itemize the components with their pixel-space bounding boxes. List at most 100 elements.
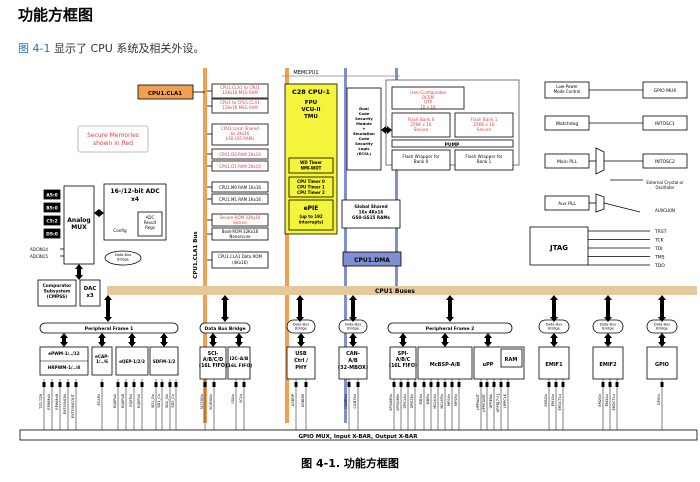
wrapper1-text-line-2: Bank 1 [477,159,492,164]
pin-arrow-38 [547,382,551,387]
mux-adc-arrow-head-right [99,209,104,217]
adc-input-label-1: A5:0 [46,193,58,199]
boot-rom-text-line-2: Nonsecure [229,234,251,239]
dcsm-text-line-3: Security [355,116,373,121]
pin-arrow-21 [347,382,351,387]
dcsm-block [346,87,382,171]
pin-label-26: SPISTEx [410,393,414,408]
bus-bridge-arrow-8-shaft [660,299,664,318]
analog-mux-text-line-1: Analog [67,217,90,224]
cla-msg-ram-1-text-line-2: 128x16 MSG RAM [222,90,258,95]
can-text-line-1: CAN- [346,351,360,357]
bus-bridge-arrow-6 [550,295,558,322]
pin-arrow-18 [242,382,246,387]
bus-bridge-arrow-5-head-down [446,317,454,322]
pin-arrow-14 [174,382,178,387]
pin-label-39: EM1Ax [551,393,555,406]
pin-label-29: MCLKXx [433,393,437,408]
mux-cmpss-arrow-head-down [75,275,83,280]
pin-arrow-44 [660,382,664,387]
pin-label-14: SD2_Cx [171,393,175,408]
pin-label-40: EM1CTLx [558,393,562,410]
pf1-arrow-4-head-down [160,342,168,347]
bus-bridge-arrow-2 [221,295,229,322]
cla-msg-ram-2-text-line-2: 128x16 MSG RAM [222,105,258,110]
pin-label-38: EM1Dx [544,393,548,406]
mcbsp-label: McBSP-A/B [430,362,461,368]
pin-label-5: EXTSYNCOUT [71,393,75,418]
pf2-arrow-1-head-down [399,342,407,347]
pf1-arrow-3-head-up [128,333,136,338]
pin-arrow-4 [66,382,70,387]
pf1-arrow-1-head-up [60,333,68,338]
xbar-label: GPIO MUX, Input X-BAR, Output X-BAR [299,434,419,440]
bus-bridge-arrow-3-head-up [296,295,304,300]
gs-ram-text-line-3: GS0-GS15 RAMs [352,215,390,220]
jtag-block [529,226,589,266]
m1-ram-label: CPU1.M1 RAM 1Kx16 [219,197,261,202]
pin-arrow-2 [50,382,54,387]
adc-result-regs [137,211,163,237]
emif2-arrow-shaft [606,337,610,343]
can-arrow-shaft [351,337,355,343]
cmpss-text-line-2: Subsystem [44,289,71,295]
pin-arrow-26 [413,382,417,387]
pin-arrow-34 [485,382,489,387]
emif1-arrow-head-up [550,333,558,338]
pin-label-44: GPIOn [657,394,661,405]
hrpwm-label: HRPWM-1/../8 [48,365,80,370]
dcsm-text-line-8: Security [355,141,373,146]
aux-pll-label: Aux PLL [558,201,576,207]
pf1-arrow-3-shaft [130,337,134,343]
sci-arrow-head-up [209,333,217,338]
pin-label-42: EM2Ax [605,393,609,406]
ext-osc-text-line-2: Oscillator [656,185,675,190]
dcsm-flash-arrow-shaft [385,128,388,132]
jtag-pin-tdi: TDI [654,246,663,252]
pin-label-28: MDRx [426,393,430,404]
bus-bridge-arrow-5 [446,295,454,322]
emif2-arrow-head-down [604,342,612,347]
usb-text-line-1: USB [295,351,307,357]
emif1-label: EMIF1 [545,362,563,368]
adc-data-bus-bridge [104,250,142,266]
bus-bridge-arrow-1 [104,295,112,322]
cpu-timers-text-line-1: CPU Timer 0 [297,179,325,184]
otp-text-line-4: 1K x 16 [420,104,436,109]
pf1-arrow-2 [98,333,106,347]
gpio-label: GPIO [655,362,669,368]
pin-label-9: EQEPxI [129,394,133,407]
eqep-label: eQEP-1/2/3 [119,359,145,364]
can-text-line-2: A/B [348,358,358,364]
cpu-timers-text-line-2: CPU Timer 1 [297,185,325,190]
memcpu1-bus-orange [285,68,289,423]
adc-config-label: Config [113,228,127,233]
mux-adc-arrow-head-left [94,209,99,217]
pin-arrow-37 [506,382,510,387]
bus-bridge-arrow-6-head-up [550,295,558,300]
otp-block [391,86,465,110]
adcin15-label: ADCIN15 [30,254,48,259]
ext-osc-text-line-1: External Crystal or [646,180,684,185]
bus-bridge-arrow-5-shaft [448,299,452,318]
pin-label-1: TZ1-TZ6 [39,393,43,410]
pin-arrow-20 [304,382,308,387]
pin-arrow-42 [608,382,612,387]
pin-arrow-30 [443,382,447,387]
description-text: 显示了 CPU 系统及相关外设。 [50,42,205,55]
auxclkin-link [603,202,641,213]
pin-label-18: SCLx [239,393,243,403]
cmpss-text-line-1: Comparator [43,283,73,289]
bus-bridge-arrow-6-shaft [552,299,556,318]
local-shared-text-line-2: 6x 2Kx16 [231,131,250,136]
sdfm-label: SDFM-1/2 [153,359,176,364]
c28-units-line-3: TMU [304,114,318,120]
ecap-text-line-2: 1/../6 [96,359,108,364]
figure-reference-link[interactable]: 图 4-1 [18,42,51,55]
adc-config [112,212,128,236]
epie-text-line-1: (up to 192 [299,214,323,219]
pf1-arrow-2-head-up [98,333,106,338]
adc-result-text-line-1: ADC [146,215,155,220]
epwm-label: ePWM-1/../12 [48,351,80,356]
upp-ram-block [500,348,523,368]
